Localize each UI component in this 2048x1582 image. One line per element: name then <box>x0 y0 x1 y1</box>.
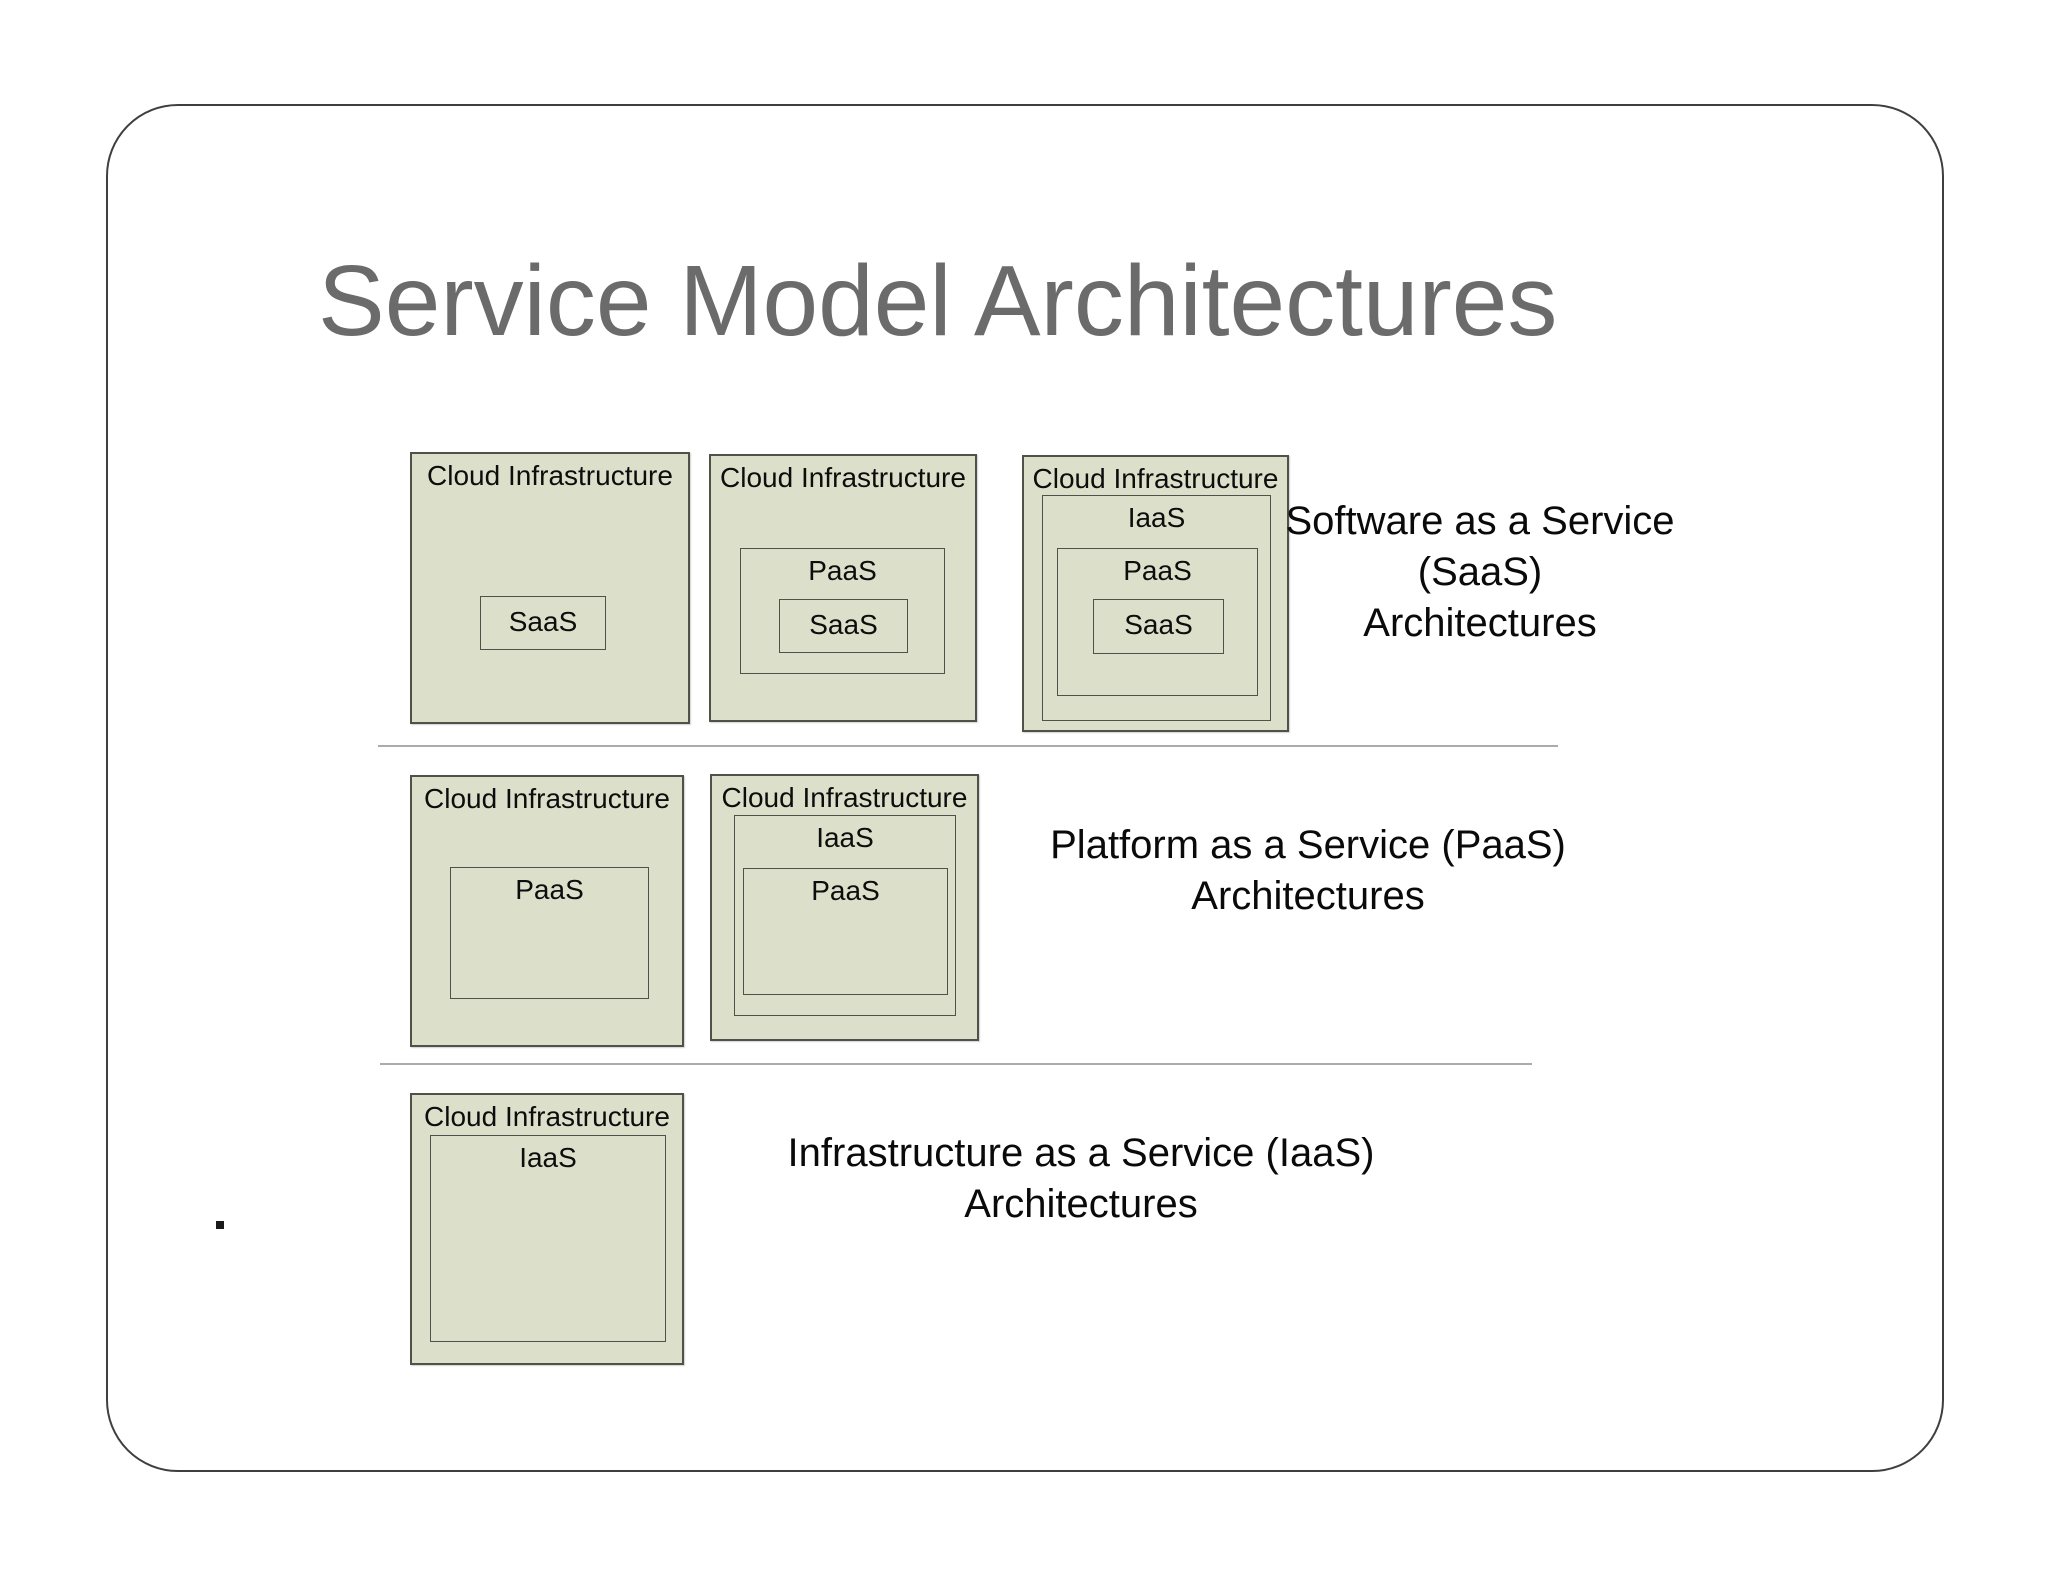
row-divider <box>378 745 1558 747</box>
paas-label: PaaS <box>811 875 880 906</box>
caption-line: Platform as a Service (PaaS) <box>1050 823 1566 867</box>
cloud-box: Cloud Infrastructure PaaS SaaS <box>709 454 977 722</box>
caption-paas-architectures: Platform as a Service (PaaS) Architectur… <box>1028 820 1588 922</box>
caption-line: Architectures <box>964 1182 1198 1226</box>
cloud-infrastructure-label: Cloud Infrastructure <box>424 1101 670 1132</box>
caption-line: Architectures <box>1191 874 1425 918</box>
paas-box: PaaS SaaS <box>1057 548 1258 696</box>
cloud-box: Cloud Infrastructure IaaS PaaS SaaS <box>1022 455 1289 732</box>
stray-bullet-dot: . <box>216 1221 224 1229</box>
caption-line: Architectures <box>1363 601 1597 645</box>
caption-iaas-architectures: Infrastructure as a Service (IaaS) Archi… <box>756 1128 1406 1230</box>
paas-box: PaaS <box>743 868 948 995</box>
paas-label: PaaS <box>515 874 584 905</box>
cloud-infrastructure-label: Cloud Infrastructure <box>721 782 968 813</box>
cloud-infrastructure-label: Cloud Infrastructure <box>1032 463 1279 494</box>
iaas-label: IaaS <box>816 822 874 853</box>
cloud-infrastructure-label: Cloud Infrastructure <box>424 783 670 814</box>
saas-box: SaaS <box>480 596 606 650</box>
caption-saas-architectures: Software as a Service (SaaS) Architectur… <box>1280 496 1680 649</box>
paas-box: PaaS SaaS <box>740 548 945 674</box>
cloud-box: Cloud Infrastructure SaaS <box>410 452 690 724</box>
cloud-box: Cloud Infrastructure IaaS PaaS <box>710 774 979 1041</box>
iaas-box: IaaS <box>430 1135 666 1342</box>
saas-label: SaaS <box>1124 609 1193 640</box>
saas-label: SaaS <box>809 609 878 640</box>
caption-line: Infrastructure as a Service (IaaS) <box>787 1131 1375 1175</box>
paas-label: PaaS <box>808 555 877 586</box>
paas-box: PaaS <box>450 867 649 999</box>
page-title: Service Model Architectures <box>318 245 1558 357</box>
paas-label: PaaS <box>1123 555 1192 586</box>
caption-line: Software as a Service <box>1285 499 1675 543</box>
saas-box: SaaS <box>1093 599 1224 654</box>
iaas-box: IaaS PaaS SaaS <box>1042 495 1271 721</box>
cloud-infrastructure-label: Cloud Infrastructure <box>427 460 673 491</box>
cloud-infrastructure-label: Cloud Infrastructure <box>720 462 966 493</box>
saas-label: SaaS <box>508 606 578 637</box>
cloud-box: Cloud Infrastructure IaaS <box>410 1093 684 1365</box>
iaas-box: IaaS PaaS <box>734 815 956 1016</box>
iaas-label: IaaS <box>519 1142 577 1173</box>
caption-line: (SaaS) <box>1417 550 1543 594</box>
cloud-box: Cloud Infrastructure PaaS <box>410 775 684 1047</box>
iaas-label: IaaS <box>1127 502 1186 533</box>
saas-box: SaaS <box>779 599 908 653</box>
row-divider <box>380 1063 1532 1065</box>
